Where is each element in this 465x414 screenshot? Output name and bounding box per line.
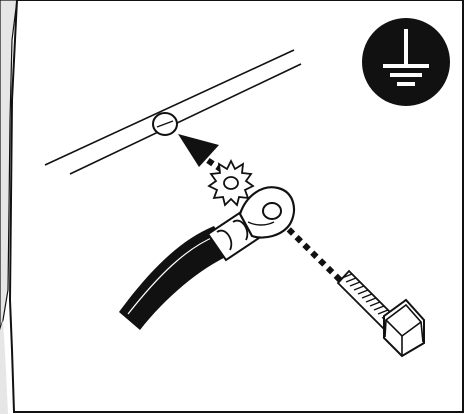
insertion-arrow-icon — [178, 134, 219, 167]
hex-bolt — [336, 269, 425, 358]
panel-lower-edge — [0, 320, 8, 414]
ground-cable — [119, 226, 232, 330]
lock-washer — [207, 158, 255, 207]
cable-sheen — [127, 235, 217, 315]
chassis-rail — [44, 49, 302, 175]
protective-earth-icon — [362, 18, 450, 106]
ring-terminal — [238, 186, 296, 239]
screw-hole — [152, 112, 178, 136]
